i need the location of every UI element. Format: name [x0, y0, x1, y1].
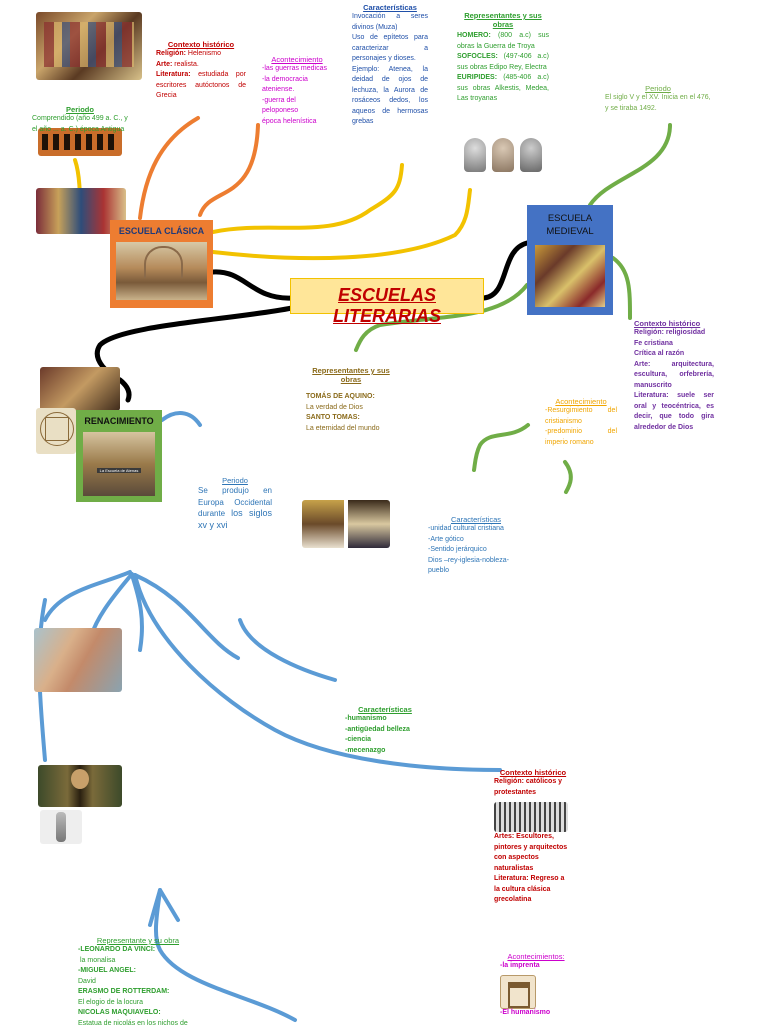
bust-icon	[492, 138, 514, 172]
connector-center-renacimiento	[95, 305, 295, 403]
medieval-contexto: Contexto histórico Religión: religiosida…	[634, 319, 714, 431]
bust-icon	[520, 138, 542, 172]
renacimiento-box[interactable]: RENACIMIENTO La Escuela de Atenas	[76, 410, 162, 502]
medieval-painting	[535, 245, 605, 307]
connector-center-medieval	[481, 240, 530, 301]
renacimiento-painting: La Escuela de Atenas	[83, 432, 155, 496]
connector-medieval-representantes	[354, 283, 529, 352]
vitruvian-man-drawing	[36, 408, 76, 454]
connector-clasica-caracteristicas	[211, 163, 404, 234]
clasica-box-title: ESCUELA CLÁSICA	[118, 226, 205, 236]
medieval-feast-painting	[36, 12, 142, 80]
greek-philosopher-busts	[460, 136, 546, 174]
connector-center-clasica	[210, 269, 295, 301]
medieval-acontecimiento: Acontecimiento -Resurgimiento del cristi…	[545, 397, 617, 446]
connector-medieval-contexto	[611, 256, 632, 320]
saints-paintings	[302, 500, 390, 548]
connector-medieval-acontecimiento	[472, 423, 530, 472]
connector-renac-top	[160, 411, 202, 427]
connector-medieval-caracteristicas	[563, 460, 573, 494]
clasica-periodo: Periodo Comprendido (año 499 a. C., y el…	[32, 105, 128, 133]
printing-workshop-engraving	[494, 802, 568, 832]
creation-of-adam-painting	[34, 628, 122, 692]
medieval-representantes: Representantes y sus obras TOMÁS DE AQUI…	[306, 366, 390, 432]
medieval-caracteristicas: Características -unidad cultural cristia…	[428, 515, 509, 574]
connector-clasica-contexto	[138, 116, 200, 220]
connector-renac-bottom	[153, 888, 297, 1022]
connector-renac-c	[130, 573, 144, 652]
clasica-contexto-heading: Contexto histórico	[167, 40, 235, 49]
center-title: ESCUELAS LITERARIAS	[333, 285, 441, 326]
clasica-acontecimiento: Acontecimiento -las guerras medicas -la …	[262, 55, 332, 127]
connector-renac-d	[133, 573, 240, 660]
connector-renac-e	[238, 618, 337, 682]
connector-renac-f	[133, 573, 502, 772]
renacimiento-periodo: Periodo Se produjo en Europa Occidental …	[198, 476, 272, 530]
clasica-representantes: Representantes y sus obras HOMERO: (800 …	[457, 11, 549, 102]
clasica-contexto: Contexto histórico Religión: Helenismo A…	[156, 40, 246, 99]
connector-medieval-periodo	[588, 123, 672, 207]
renacimiento-representantes: Representante y su obra -LEONARDO DA VIN…	[78, 936, 188, 1027]
statue-icon	[40, 810, 82, 844]
clasica-caracteristicas: Características Invocación a seres divin…	[352, 3, 428, 125]
bust-icon	[464, 138, 486, 172]
connector-renac-a	[43, 570, 132, 622]
center-title-box[interactable]: ESCUELAS LITERARIAS	[290, 278, 484, 326]
arrow-head-left	[148, 888, 180, 927]
medieval-box-title: ESCUELA MEDIEVAL	[546, 213, 594, 237]
renacimiento-acontecimientos: Acontecimientos: -la imprenta -El humani…	[500, 952, 565, 1016]
connector-clasica-acontecimiento	[198, 123, 260, 217]
connector-clasica-representantes	[211, 188, 472, 261]
fresco-icon	[144, 246, 183, 278]
medieval-box[interactable]: ESCUELA MEDIEVAL	[527, 205, 613, 315]
renacimiento-box-title: RENACIMIENTO	[84, 416, 154, 426]
renaissance-gathering-painting	[40, 367, 120, 411]
clasica-acontecimiento-list: -las guerras medicas -la democracia aten…	[262, 65, 327, 125]
renacimiento-contexto: Contexto histórico Religión: católicos y…	[494, 768, 568, 903]
medieval-periodo: Periodo El siglo V y el XV. Inicia en el…	[605, 84, 711, 112]
mona-lisa-painting	[38, 765, 122, 807]
renacimiento-caracteristicas: Características -humanismo -antigüedad b…	[345, 705, 412, 754]
school-of-athens-fresco	[116, 242, 207, 300]
greek-vase-figures	[38, 128, 122, 156]
printing-press-icon	[500, 975, 536, 1009]
clasica-box[interactable]: ESCUELA CLÁSICA	[110, 220, 213, 308]
